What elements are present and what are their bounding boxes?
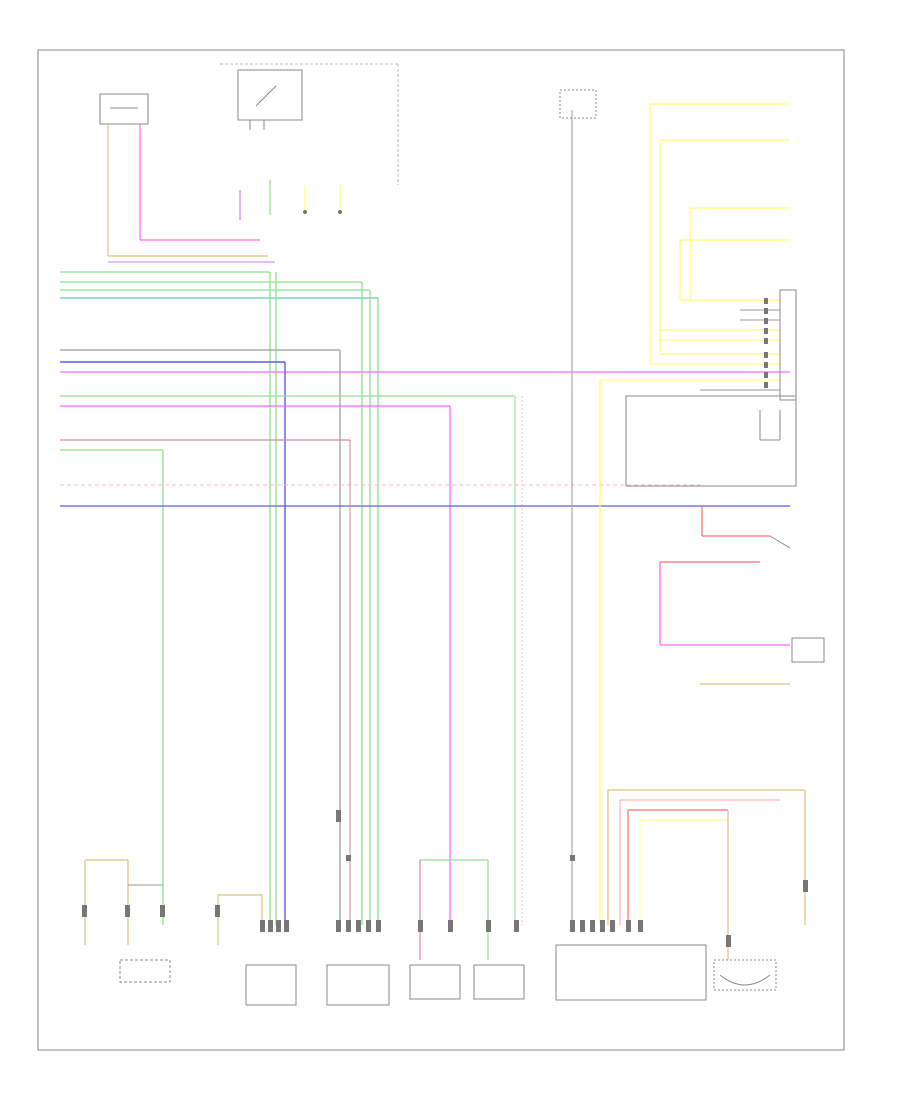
component-top-center: [220, 63, 399, 185]
bus-mid-group: [60, 349, 790, 925]
bus-bottom-group: [60, 484, 790, 507]
center-vertical-wire: [559, 89, 601, 925]
module-box-2: [326, 964, 390, 1006]
bottom-left-connectors: [84, 859, 263, 983]
component-right-switches: [659, 506, 825, 685]
component-right-module: [600, 103, 797, 487]
module-box-1: [245, 964, 297, 1006]
connector-pins-bottom: [82, 810, 808, 947]
connector-cluster-top: [239, 180, 342, 220]
bottom-component-boxes: [245, 440, 777, 1006]
component-top-left: [99, 93, 275, 263]
connector-pins-right: [764, 298, 768, 388]
module-box-4: [473, 964, 525, 1000]
bottom-right-wires: [607, 789, 806, 960]
bus-lower-group: [60, 395, 523, 925]
diagram-frame: [37, 49, 845, 1051]
module-box-3: [409, 964, 461, 1000]
module-box-5: [555, 944, 707, 1001]
